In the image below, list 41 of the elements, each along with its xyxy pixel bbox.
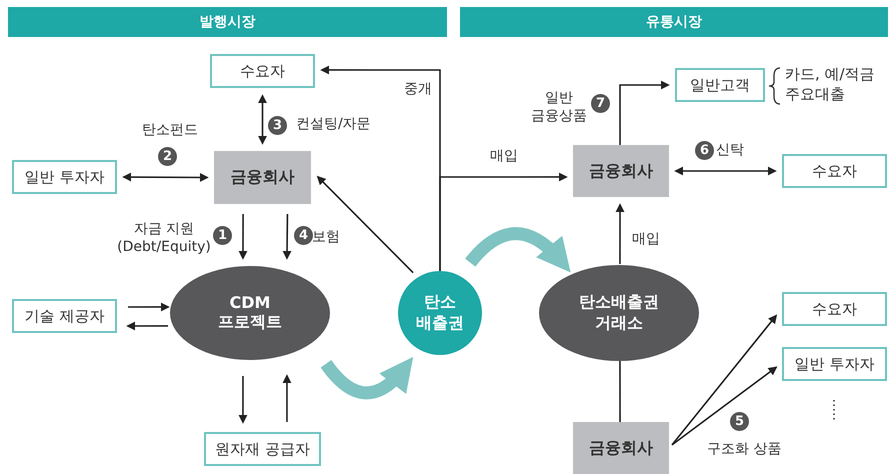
arrow (238, 376, 248, 424)
arrow (674, 166, 777, 176)
callout-number: 6 (695, 141, 714, 160)
callout-number: 2 (158, 147, 177, 166)
section-header: 발행시장 (8, 7, 447, 37)
arrow (238, 214, 248, 260)
arrow (282, 374, 292, 422)
institution-box: 금융회사 (214, 151, 311, 204)
edge-label: 구조화 상품 (705, 440, 784, 458)
arrow (128, 302, 170, 312)
callout-number: 7 (591, 94, 610, 113)
callout-number: 1 (213, 226, 232, 245)
entity-box: 일반고객 (675, 68, 765, 102)
entity-box: 기술 제공자 (12, 299, 117, 333)
arrow (126, 322, 168, 330)
entity-box: 수요자 (782, 292, 887, 326)
connector-line (619, 361, 621, 422)
callout-number: 5 (730, 412, 749, 431)
arrow (122, 172, 209, 182)
callout-number: 4 (294, 226, 313, 245)
institution-box: 금융회사 (573, 145, 669, 197)
entity-box: 수요자 (210, 54, 315, 88)
section-header: 유통시장 (460, 7, 888, 37)
arrow (258, 94, 267, 145)
project-ellipse: 탄소배출권 거래소 (539, 265, 699, 361)
edge-label: 신탁 (714, 141, 746, 159)
arrow (671, 314, 778, 446)
arrow (316, 176, 414, 274)
entity-box: 수요자 (782, 154, 887, 188)
arrow (439, 172, 568, 271)
arrow (616, 203, 625, 264)
project-ellipse: CDM 프로젝트 (170, 266, 330, 360)
entity-box: 일반 투자자 (12, 160, 117, 194)
entity-box: 일반 투자자 (782, 347, 887, 381)
callout-number: 3 (268, 116, 287, 135)
entity-box: 원자재 공급자 (204, 432, 321, 466)
arrow (672, 366, 778, 446)
institution-box: 금융회사 (573, 422, 669, 474)
credit-circle: 탄소 배출권 (398, 271, 482, 355)
arrow (619, 80, 670, 145)
arrow (282, 214, 292, 260)
